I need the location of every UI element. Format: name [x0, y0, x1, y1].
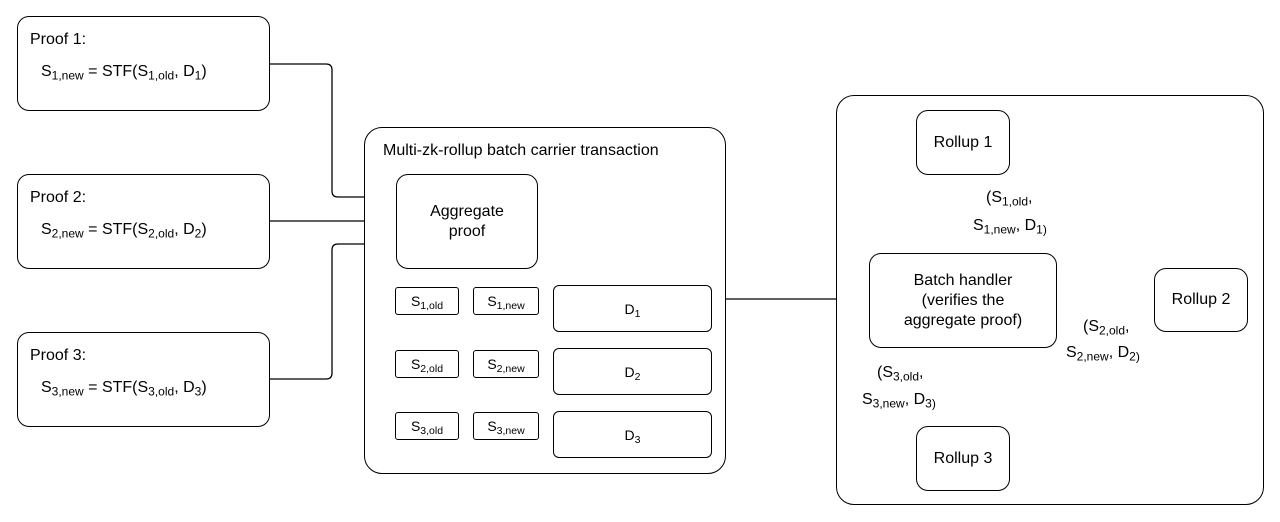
proof-title: Proof 2: [30, 189, 87, 206]
proof-title: Proof 1: [30, 31, 87, 48]
data-cell: D1 [553, 285, 712, 332]
proof-box-1: Proof 1: S1,new = STF(S1,old, D1) [17, 16, 270, 111]
edge-label-rollup3: (S3,old, [877, 364, 924, 384]
data-cell: D3 [553, 411, 712, 458]
rollup-box-3: Rollup 3 [916, 426, 1010, 491]
edge-label-rollup3: S3,new, D3) [862, 391, 936, 411]
batch-handler-box: Batch handler (verifies the aggregate pr… [869, 253, 1057, 348]
proof-box-2: Proof 2: S2,new = STF(S2,old, D2) [17, 174, 270, 269]
proof-formula: S1,new = STF(S1,old, D1) [41, 63, 207, 83]
proof-formula: S3,new = STF(S3,old, D3) [41, 379, 207, 399]
rollup-box-2: Rollup 2 [1154, 268, 1248, 332]
edge-label-rollup1: (S1,old, [986, 189, 1033, 209]
proof-box-3: Proof 3: S3,new = STF(S3,old, D3) [17, 332, 270, 427]
edge-proof1-aggregate [270, 63, 395, 202]
data-cell: D2 [553, 348, 712, 395]
carrier-title: Multi-zk-rollup batch carrier transactio… [383, 142, 659, 159]
aggregate-proof-box: Aggregate proof [396, 174, 538, 269]
state-old-cell: S1,old [395, 287, 459, 315]
state-new-cell: S1,new [473, 287, 539, 315]
edge-proof3-aggregate [270, 239, 395, 380]
edge-label-rollup1: S1,new, D1) [973, 217, 1047, 237]
state-new-cell: S3,new [473, 412, 539, 440]
edge-label-rollup2: (S2,old, [1083, 318, 1130, 338]
state-old-cell: S2,old [395, 350, 459, 378]
rollup-box-1: Rollup 1 [916, 110, 1010, 175]
edge-label-rollup2: S2,new, D2) [1066, 344, 1140, 364]
proof-title: Proof 3: [30, 347, 87, 364]
proof-formula: S2,new = STF(S2,old, D2) [41, 221, 207, 241]
state-new-cell: S2,new [473, 350, 539, 378]
state-old-cell: S3,old [395, 412, 459, 440]
